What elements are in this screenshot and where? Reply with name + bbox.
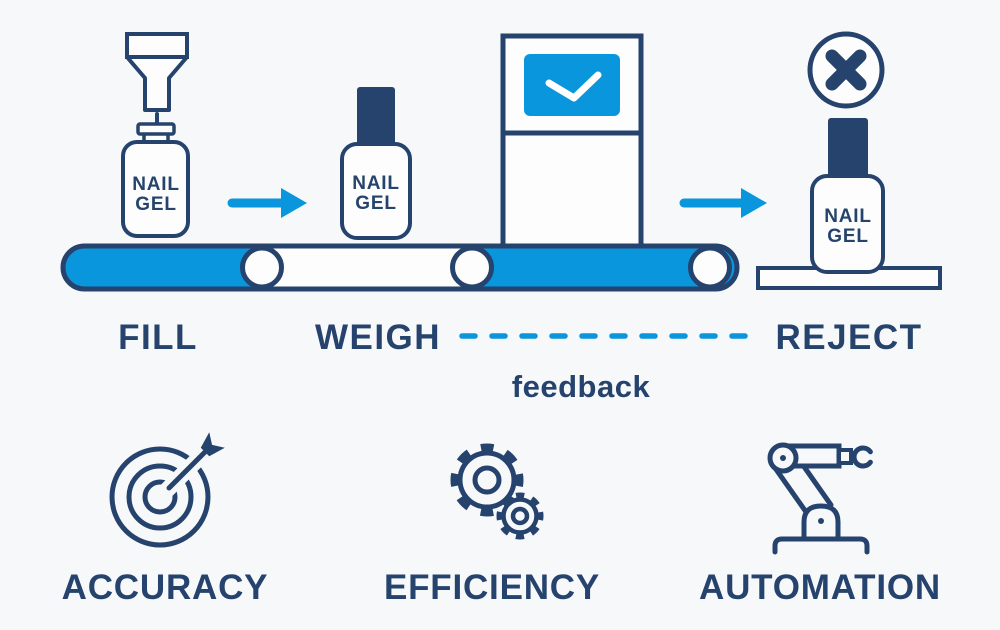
target-arrow-icon	[109, 432, 225, 548]
robot-shoulder-pin	[780, 455, 786, 461]
arrow-head	[741, 188, 767, 218]
arrow-right-icon	[227, 188, 307, 218]
funnel-top	[125, 32, 189, 59]
bottle-cap	[357, 87, 395, 145]
robot-arm-icon	[767, 442, 873, 555]
target-outer-ring	[109, 446, 211, 548]
bottle-lip	[136, 122, 176, 136]
small-gear-teeth	[496, 492, 544, 540]
belt-outline	[60, 243, 740, 292]
bottle-text-line2: GEL	[355, 193, 396, 214]
weigh-machine	[500, 33, 644, 255]
check-icon	[545, 71, 602, 102]
benefit-label-efficiency: EFFICIENCY	[384, 568, 600, 607]
big-gear-teeth	[450, 443, 524, 517]
robot-base-pin	[818, 518, 824, 524]
robot-base-plate	[772, 536, 870, 555]
robot-gripper	[851, 445, 873, 469]
funnel-spout	[125, 55, 189, 112]
benefit-label-accuracy: ACCURACY	[62, 568, 269, 607]
conveyor-belt	[60, 243, 740, 292]
nail-gel-bottle-reject: NAIL GEL	[810, 118, 885, 274]
big-gear-body	[457, 450, 517, 510]
dart-fletching	[200, 432, 225, 457]
bottle-body	[340, 142, 412, 240]
bottle-text-line1: NAIL	[352, 173, 400, 194]
small-gear-body	[501, 497, 539, 535]
x-stroke	[825, 49, 867, 91]
belt-blue-left-segment	[62, 246, 262, 289]
nail-gel-bottle-fill: NAIL GEL	[121, 122, 190, 238]
weigh-screen	[524, 54, 620, 116]
fill-station: NAIL GEL	[121, 32, 190, 238]
arrow-head	[281, 188, 307, 218]
conveyor-roller-icon	[688, 245, 732, 290]
dart-shaft	[166, 449, 208, 491]
bottle-body	[121, 140, 190, 238]
target-middle-ring	[126, 463, 194, 531]
bottle-text-line2: GEL	[827, 226, 868, 247]
bottle-text-line1: NAIL	[132, 174, 180, 195]
bottle-text-line1: NAIL	[824, 206, 872, 227]
robot-wrist	[837, 448, 853, 465]
arrow-right-icon	[679, 188, 767, 218]
bottle-body	[810, 174, 885, 274]
gears-icon	[450, 443, 544, 540]
reject-station: NAIL GEL	[756, 31, 942, 290]
feedback-label: feedback	[512, 369, 651, 404]
big-gear-hole	[472, 465, 502, 495]
station-label-fill: FILL	[118, 318, 198, 357]
benefit-label-automation: AUTOMATION	[699, 568, 941, 607]
conveyor-roller-icon	[450, 245, 494, 290]
bottle-cap	[828, 118, 868, 178]
station-label-reject: REJECT	[775, 318, 922, 357]
conveyor-roller-icon	[240, 245, 284, 290]
nail-gel-bottle-weigh: NAIL GEL	[340, 87, 412, 240]
target-inner-ring	[142, 479, 178, 515]
filling-funnel-icon	[125, 32, 189, 124]
small-gear-hole	[510, 506, 530, 526]
station-label-weigh: WEIGH	[315, 318, 441, 357]
belt-blue-right-segment	[472, 246, 738, 289]
bottle-text-line2: GEL	[135, 194, 176, 215]
x-circle-icon	[807, 31, 885, 109]
